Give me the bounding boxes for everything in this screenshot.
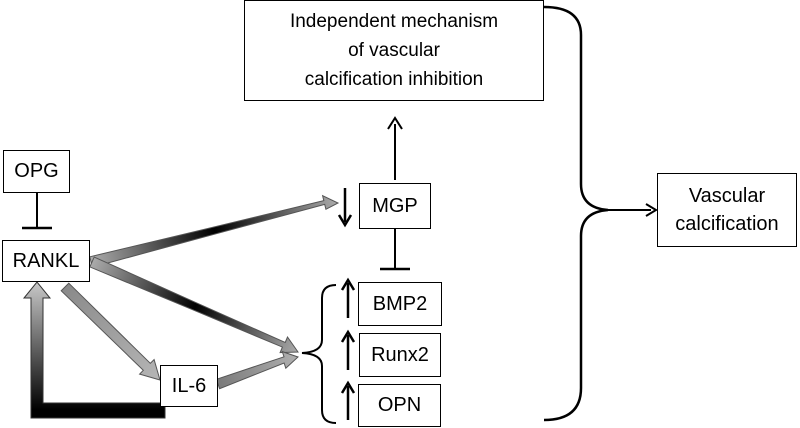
- rankl-label: RANKL: [12, 249, 80, 272]
- mgp-down-arrow-head: [337, 214, 353, 228]
- mgp-label: MGP: [372, 194, 418, 217]
- opn-up-arrow-head: [340, 380, 356, 394]
- bmp2-label: BMP2: [372, 292, 428, 315]
- mgp-box: MGP: [359, 183, 431, 229]
- bmp2-box: BMP2: [358, 282, 442, 326]
- opn-box: OPN: [358, 384, 441, 427]
- independent-mechanism-line1: Independent mechanism: [289, 11, 499, 32]
- outcome-group-brace: [543, 5, 609, 422]
- il6-feedback-to-rankl-arrow: [22, 281, 166, 419]
- runx2-label: Runx2: [371, 343, 429, 366]
- opn-label: OPN: [377, 394, 422, 416]
- osteogenic-group-brace: [301, 284, 337, 424]
- vascular-calcification-box: Vascular calcification: [657, 173, 797, 247]
- bmp2-up-arrow-head: [340, 277, 356, 291]
- independent-mechanism-line3: calcification inhibition: [304, 69, 484, 90]
- runx2-up-arrow-head: [340, 329, 356, 343]
- brace-to-vascular-head: [645, 203, 658, 217]
- rankl-to-il6-arrow: [60, 282, 161, 381]
- mgp-to-independent-head: [387, 116, 403, 130]
- independent-mechanism-box: Independent mechanism of vascular calcif…: [244, 0, 544, 101]
- rankl-to-mgp-arrow: [89, 194, 340, 268]
- il6-to-osteogenic-arrow: [215, 350, 299, 390]
- opg-label: OPG: [14, 160, 59, 182]
- vascular-calcification-line2: calcification: [675, 213, 779, 235]
- il6-box: IL-6: [160, 365, 218, 407]
- rankl-to-osteogenic-arrow: [89, 256, 299, 354]
- runx2-box: Runx2: [359, 333, 441, 377]
- vascular-calcification-line1: Vascular: [688, 185, 766, 207]
- rankl-box: RANKL: [2, 240, 90, 282]
- opg-box: OPG: [3, 150, 70, 193]
- independent-mechanism-line2: of vascular: [348, 40, 440, 61]
- il6-label: IL-6: [171, 374, 207, 397]
